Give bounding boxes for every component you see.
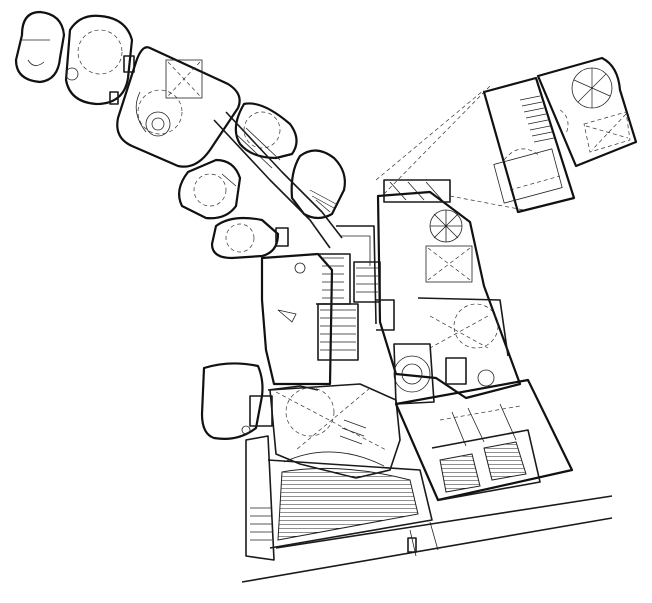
pod-southwest: [200, 362, 319, 440]
pod-1: [14, 10, 66, 84]
connecting-spine: [213, 111, 343, 249]
pod-2: [64, 14, 134, 106]
pod-large-north: [116, 46, 241, 168]
pod-west: [210, 216, 289, 260]
pod-cluster-northwest: [14, 10, 135, 106]
central-building: [260, 225, 381, 386]
detail-plan-right: [536, 56, 638, 168]
street-edge: [241, 495, 613, 583]
pod-cluster-north-central: [177, 102, 346, 220]
south-terrace: [245, 435, 433, 561]
southeast-block: [394, 378, 574, 502]
projection-lines: [375, 85, 525, 211]
central-courtyard: [269, 383, 401, 479]
east-wing: [376, 179, 522, 405]
detail-plan-left: [482, 76, 576, 214]
